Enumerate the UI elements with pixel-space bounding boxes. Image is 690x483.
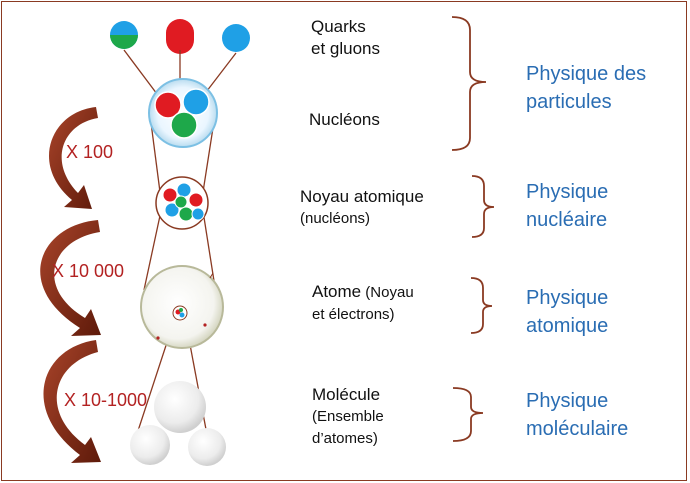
label-molecule-line2: (Ensemble [312,408,384,425]
label-atom-extra: (Noyau [361,284,414,301]
factor-x100: X 100 [66,142,114,162]
label-nucleus-line1: Noyau atomique [300,187,424,206]
label-atom-line1: Atome (Noyau [312,281,414,304]
curved-arrow-icon [40,220,101,336]
label-atom-line2: et électrons) [312,306,395,323]
quark-icon [222,24,250,52]
domain-molecular-line2: moléculaire [526,418,629,440]
label-nucleons: Nucléons [309,110,380,129]
domain-nuclear-line2: nucléaire [526,209,608,231]
label-quarks-line2: et gluons [311,39,380,58]
domain-atomic-line1: Physique [526,287,609,309]
factor-x10000: X 10 000 [52,261,125,281]
brace-icon [470,277,493,334]
nucleus-icon [155,176,209,230]
label-nucleus-line2: (nucléons) [300,210,371,227]
atom-icon [140,265,224,349]
domain-nuclear: Physique nucléaire [526,178,608,234]
label-nucleus: Noyau atomique (nucléons) [300,186,424,230]
label-atom-main: Atome [312,282,362,301]
nucleon-icon [148,78,218,148]
curved-arrow-icon [49,107,98,209]
domain-particles: Physique des particules [526,60,646,116]
domain-atomic-line2: atomique [526,315,609,337]
quark-row [110,19,250,54]
quark-icon [166,19,194,54]
label-quarks-line1: Quarks [311,17,366,36]
molecule-icon [130,381,226,466]
label-atom: Atome (Noyau et électrons) [312,281,414,326]
label-molecule-line1: Molécule [312,385,381,404]
domain-molecular-line1: Physique [526,390,609,412]
brace-icon [452,387,484,442]
quark-icon [110,35,138,49]
curved-arrow-icon [43,340,101,463]
factor-x10-1000: X 10-1000 [64,390,148,410]
label-molecule: Molécule (Ensemble d’atomes) [312,384,384,450]
domain-nuclear-line1: Physique [526,181,609,203]
brace-icon [451,16,487,151]
domain-atomic: Physique atomique [526,284,608,340]
label-quarks: Quarks et gluons [311,16,380,60]
domain-molecular: Physique moléculaire [526,387,628,443]
domain-particles-line2: particules [526,91,612,113]
domain-particles-line1: Physique des [526,63,647,85]
brace-icon [471,175,495,238]
label-molecule-line3: d’atomes) [312,430,378,447]
